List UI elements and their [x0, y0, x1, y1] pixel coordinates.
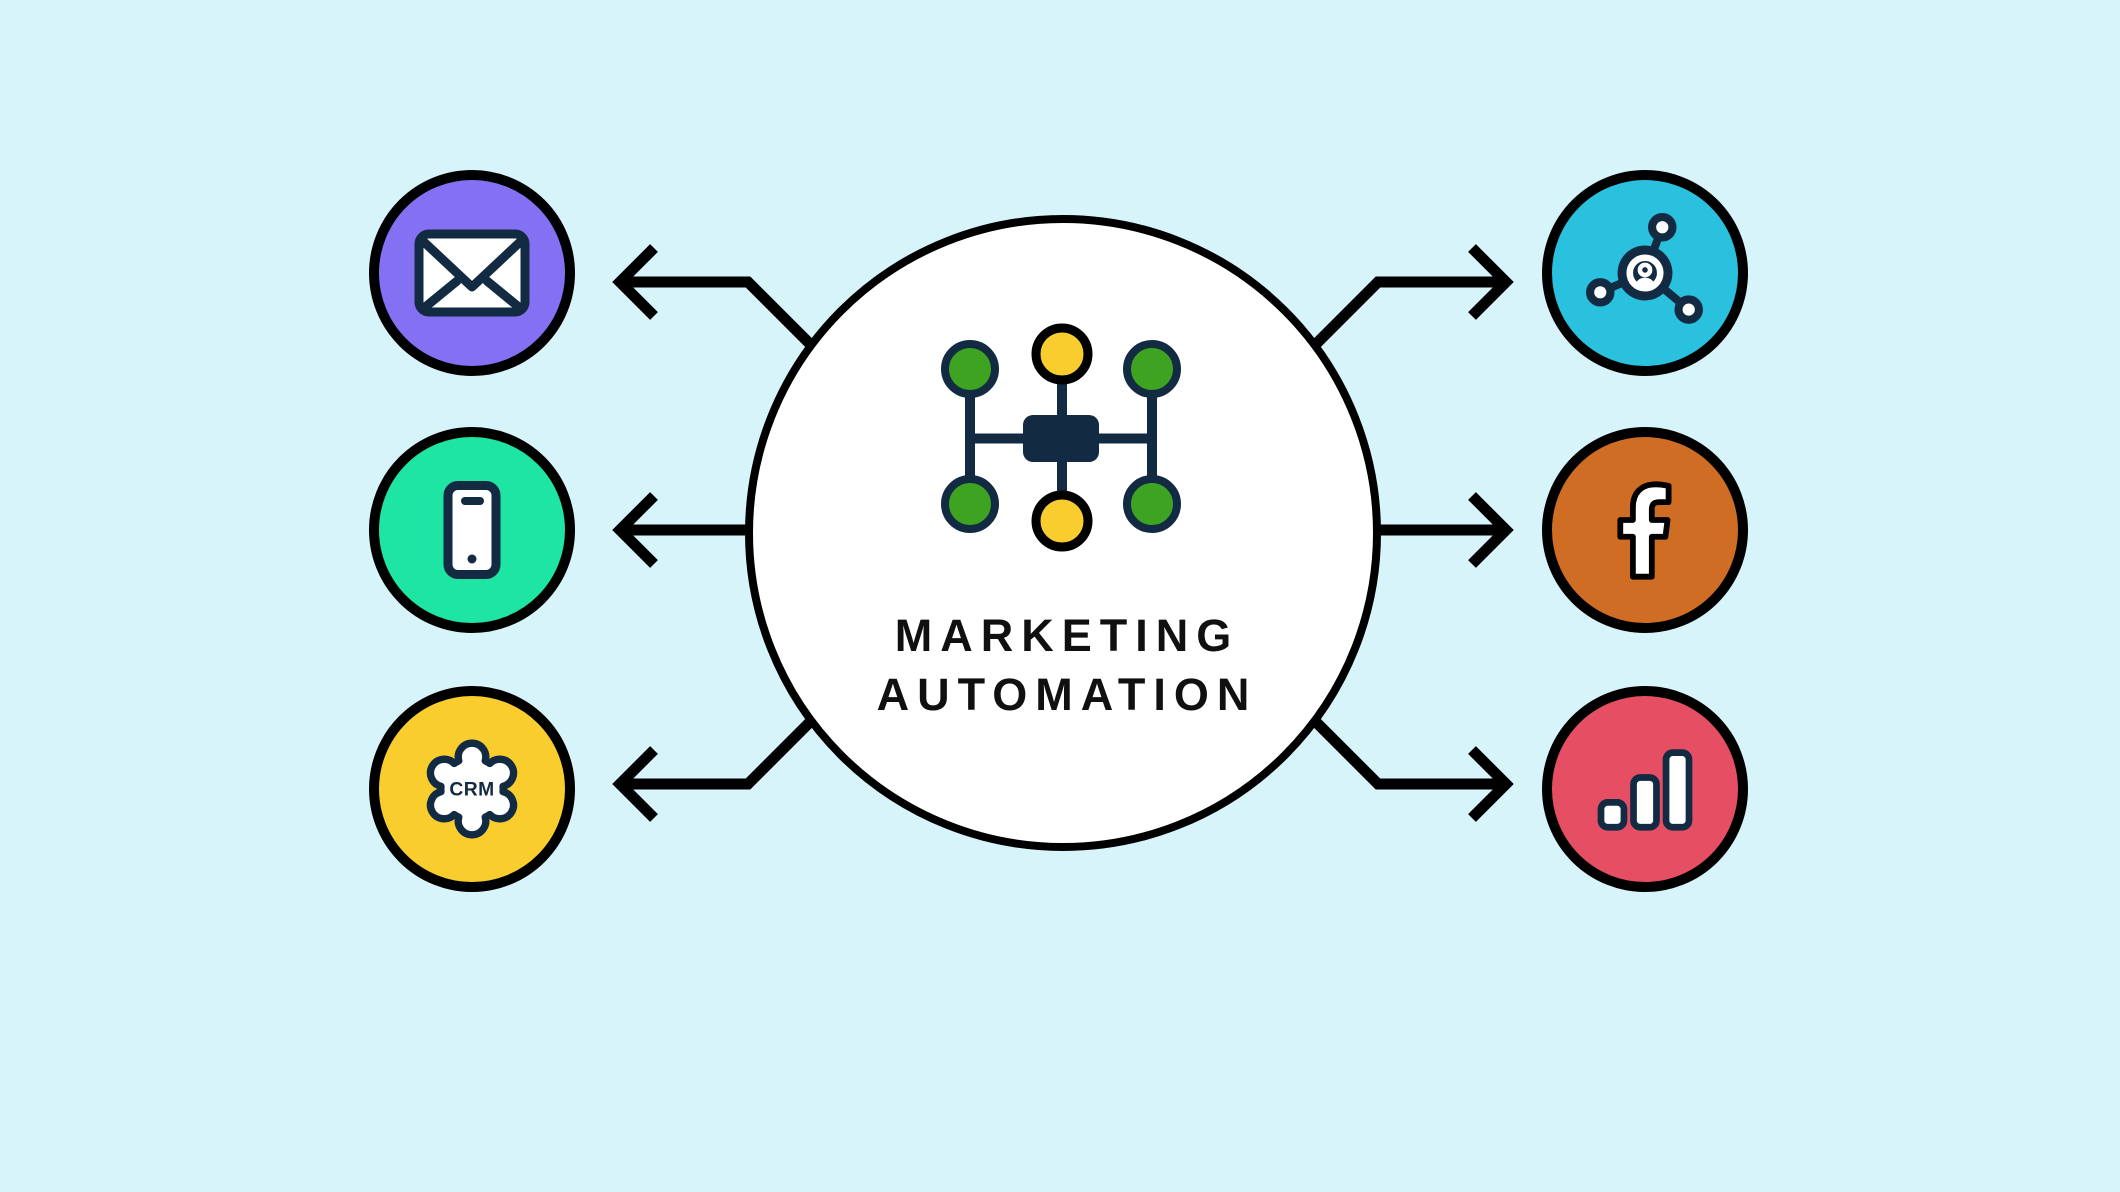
hub-node-green	[1122, 475, 1181, 533]
node-analytics	[1542, 686, 1748, 892]
audience-network-icon	[1586, 213, 1703, 324]
email-envelope-icon	[414, 229, 530, 317]
facebook-icon	[1616, 480, 1671, 580]
arrow-to-audience	[1309, 244, 1514, 351]
arrow-to-email	[612, 244, 817, 351]
hub-node-yellow	[1031, 490, 1092, 552]
arrow-to-crm	[612, 715, 817, 822]
hub-node-yellow	[1031, 323, 1092, 385]
hub-title: MARKETING AUTOMATION	[869, 606, 1258, 724]
arrow-to-facebook	[1375, 492, 1514, 568]
arrow-to-analytics	[1309, 715, 1514, 822]
node-audience-network	[1542, 170, 1748, 376]
person-head	[1637, 262, 1653, 278]
person-shoulders	[1634, 277, 1656, 289]
arrow-to-mobile	[612, 492, 751, 568]
central-hub-circle: MARKETING AUTOMATION	[745, 215, 1381, 851]
node-mobile	[369, 427, 575, 633]
hub-node-green	[940, 340, 999, 398]
hub-title-line2: AUTOMATION	[876, 669, 1258, 720]
crm-label: CRM	[449, 779, 494, 800]
node-email	[369, 170, 575, 376]
automation-hub-icon	[940, 323, 1181, 552]
node-crm: CRM	[369, 686, 575, 892]
hub-title-line1: MARKETING	[894, 610, 1240, 661]
bar-small	[1597, 799, 1628, 831]
crm-gear-icon: CRM	[426, 739, 518, 839]
hub-node-green	[1122, 340, 1181, 398]
bar-tall	[1662, 749, 1693, 831]
node-facebook	[1542, 427, 1748, 633]
hub-node-green	[940, 475, 999, 533]
bar-chart-icon	[1597, 749, 1693, 831]
bar-medium	[1630, 774, 1660, 831]
smartphone-icon	[443, 481, 501, 579]
hub-core	[1022, 415, 1099, 462]
